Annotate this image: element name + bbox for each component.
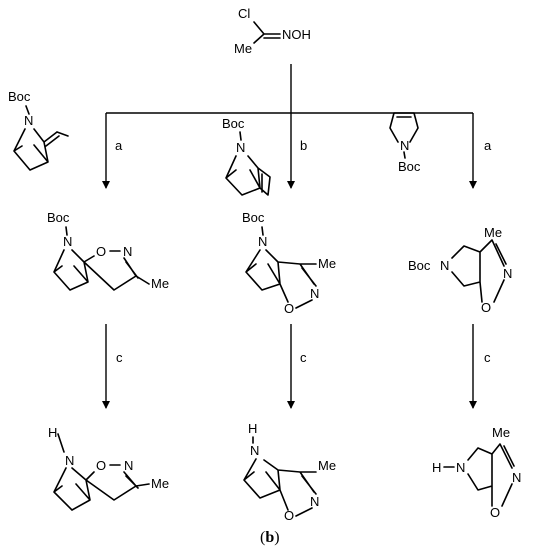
- mid-3-n2: N: [503, 266, 512, 281]
- start-1-bonds: [13, 105, 69, 171]
- deprotection-arrows: c c c: [102, 324, 491, 409]
- mid-2-boc: Boc: [242, 210, 265, 225]
- mid-1-o: O: [96, 244, 106, 259]
- step-c-right: c: [484, 350, 491, 365]
- product-3-n2: N: [512, 470, 521, 485]
- product-1-bonds: [53, 433, 150, 511]
- product-1-o: O: [96, 458, 106, 473]
- start-2-boc: Boc: [222, 116, 245, 131]
- mid-1-boc: Boc: [47, 210, 70, 225]
- mid-1-n: N: [63, 234, 72, 249]
- product-2-h: H: [248, 421, 257, 436]
- reagent-cl-label: Cl: [238, 6, 250, 21]
- start-3-boc: Boc: [398, 159, 421, 174]
- mid-2-fused-isoxazoline: Boc N Me N O: [242, 210, 336, 316]
- product-3-n: N: [456, 460, 465, 475]
- reagent-chlorooxime: Cl NOH Me: [234, 6, 311, 56]
- start-1-boc: Boc: [8, 89, 31, 104]
- mid-3-pyrrolo-isoxazoline: Me Boc N N O: [408, 225, 512, 315]
- reagent-me-label: Me: [234, 41, 252, 56]
- mid-3-bonds: [451, 239, 507, 303]
- start-3-n: N: [400, 138, 409, 153]
- mid-1-bonds: [53, 226, 150, 291]
- reagent-noh-label: NOH: [282, 27, 311, 42]
- panel-caption: (b): [260, 529, 280, 546]
- start-3-bonds: [389, 112, 419, 159]
- product-2-bonds: [243, 436, 317, 517]
- mid-3-o: O: [481, 300, 491, 315]
- product-1-n2: N: [124, 458, 133, 473]
- mid-2-bonds: [245, 226, 317, 309]
- mid-2-o: O: [284, 301, 294, 316]
- start-3-pyrroline: N Boc: [389, 112, 421, 174]
- start-1-methylene-azabicycle: Boc N: [8, 89, 69, 171]
- product-2-n2: N: [310, 494, 319, 509]
- product-2-fused-isoxazoline: H N Me N O: [243, 421, 336, 523]
- start-1-n: N: [24, 113, 33, 128]
- step-b: b: [300, 138, 307, 153]
- mid-3-n: N: [440, 258, 449, 273]
- reagent-bonds: [253, 21, 281, 44]
- product-1-me: Me: [151, 476, 169, 491]
- mid-2-n: N: [258, 234, 267, 249]
- product-3-h: H: [432, 460, 441, 475]
- step-c-center: c: [300, 350, 307, 365]
- mid-1-me: Me: [151, 276, 169, 291]
- mid-3-boc: Boc: [408, 258, 431, 273]
- mid-2-n2: N: [310, 286, 319, 301]
- start-2-bonds: [225, 131, 271, 196]
- panel-caption-letter: b: [265, 529, 274, 546]
- product-3-o: O: [490, 505, 500, 520]
- product-3-me: Me: [492, 425, 510, 440]
- mid-3-me: Me: [484, 225, 502, 240]
- start-2-n: N: [236, 140, 245, 155]
- distribution-lines: a b a: [102, 64, 492, 189]
- product-2-o: O: [284, 508, 294, 523]
- product-1-h: H: [48, 425, 57, 440]
- product-2-me: Me: [318, 458, 336, 473]
- step-a-left: a: [115, 138, 123, 153]
- mid-1-n2: N: [123, 244, 132, 259]
- start-2-azanorbornene: Boc N: [222, 116, 271, 196]
- product-3-pyrrolo-isoxazoline: Me H N N O: [432, 425, 521, 520]
- step-c-left: c: [116, 350, 123, 365]
- mid-1-spiro-isoxazoline: Boc N O N Me: [47, 210, 169, 291]
- step-a-right: a: [484, 138, 492, 153]
- product-3-bonds: [443, 443, 515, 507]
- product-1-spiro-isoxazoline: H N O N Me: [48, 425, 169, 511]
- product-1-n: N: [65, 453, 74, 468]
- product-2-n: N: [250, 443, 259, 458]
- mid-2-me: Me: [318, 256, 336, 271]
